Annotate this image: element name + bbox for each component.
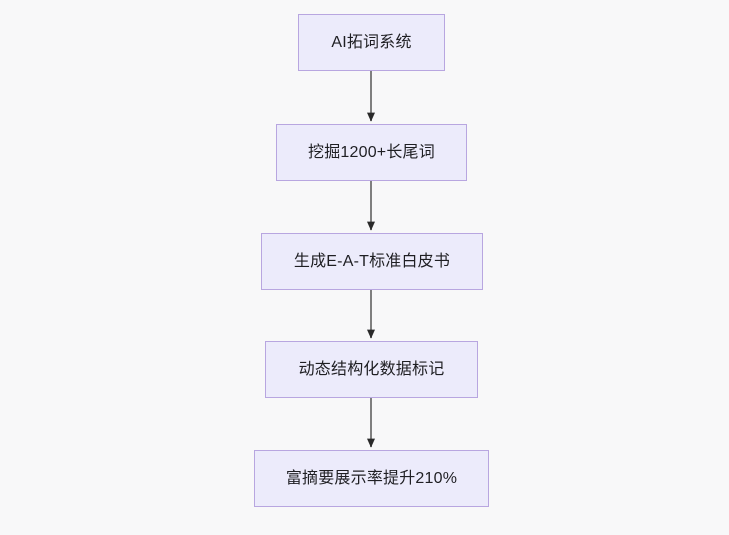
flow-node-rich-snippet-rate-increase[interactable]: 富摘要展示率提升210% [254,450,489,507]
flow-node-label: 富摘要展示率提升210% [285,469,458,487]
flow-node-label: AI拓词系统 [331,33,412,51]
flow-node-label: 生成E-A-T标准白皮书 [293,252,451,270]
flow-node-generate-eat-whitepaper[interactable]: 生成E-A-T标准白皮书 [261,233,483,290]
flow-node-label: 动态结构化数据标记 [298,360,445,378]
flow-node-ai-keyword-system[interactable]: AI拓词系统 [298,14,445,71]
flow-node-mine-longtail-keywords[interactable]: 挖掘1200+长尾词 [276,124,467,181]
flow-node-label: 挖掘1200+长尾词 [308,143,435,161]
flow-node-dynamic-structured-data-markup[interactable]: 动态结构化数据标记 [265,341,478,398]
